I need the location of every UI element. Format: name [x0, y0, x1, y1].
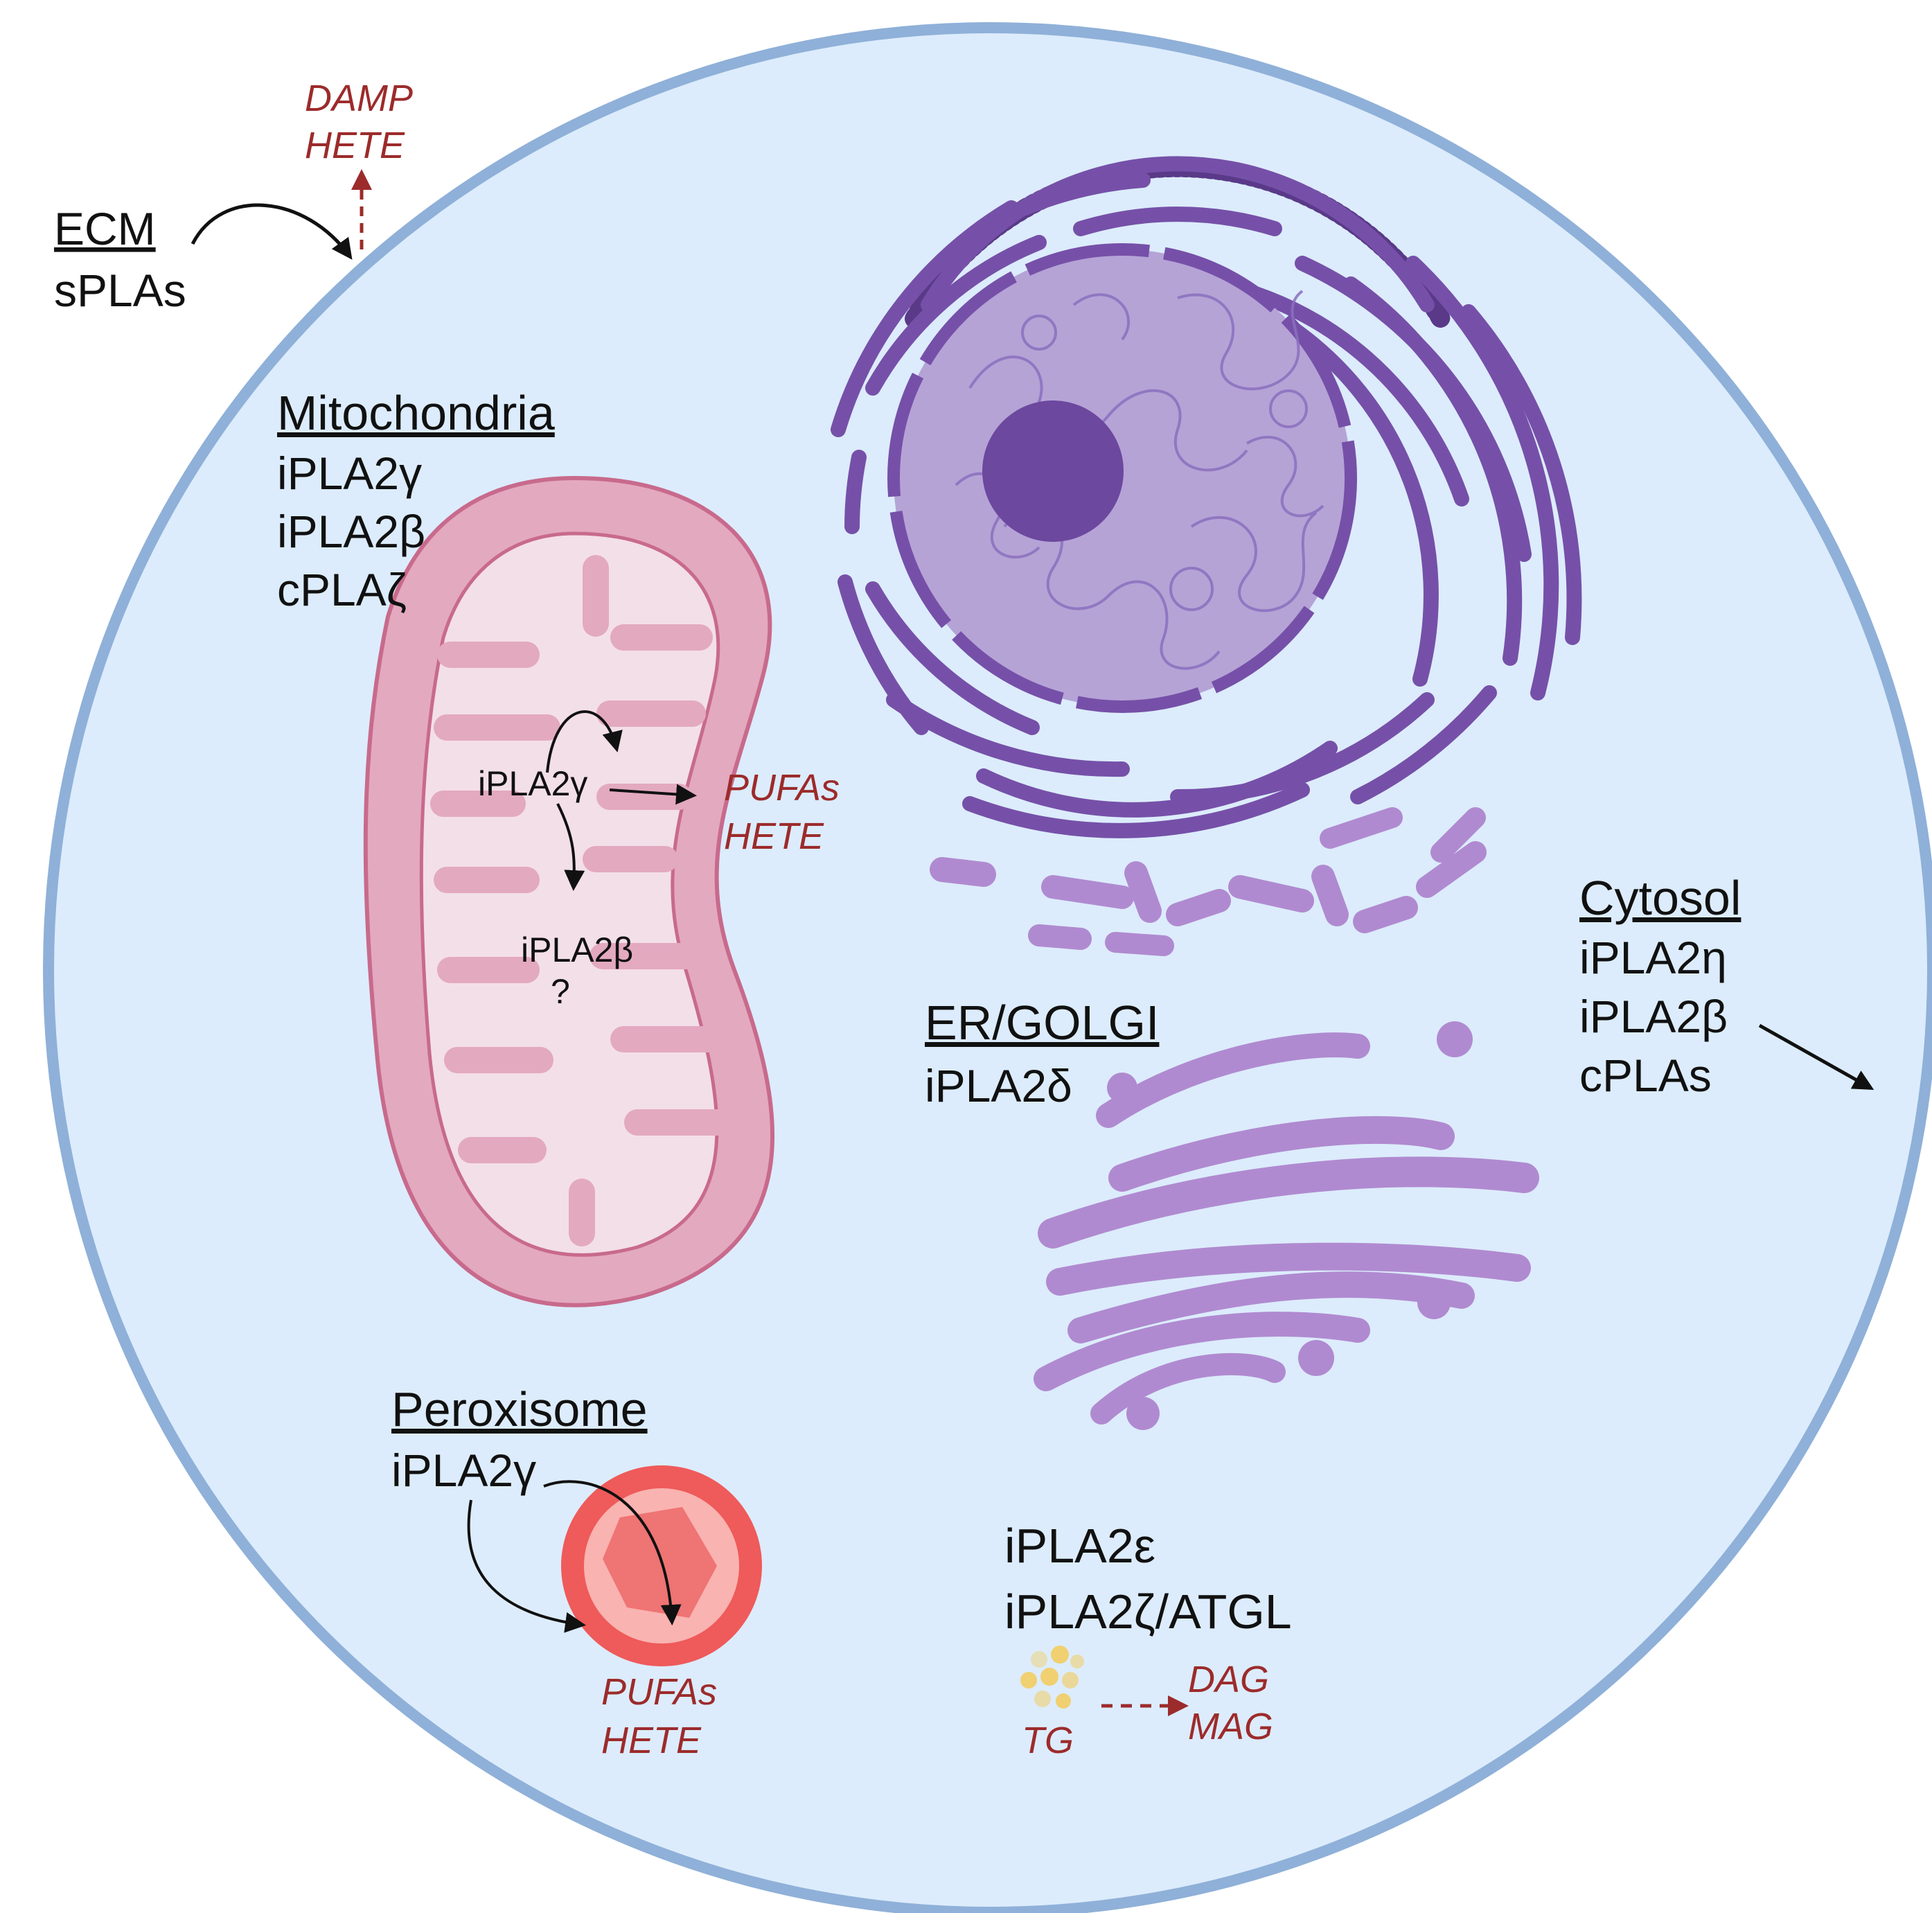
peroxisome-item: iPLA2γ [391, 1445, 536, 1496]
ecm-item: sPLAs [54, 265, 186, 316]
cytosol-title: Cytosol [1579, 871, 1741, 925]
er-golgi-item: iPLA2δ [925, 1060, 1072, 1111]
peroxisome-arrows [467, 1480, 682, 1633]
peroxisome-title: Peroxisome [391, 1382, 648, 1436]
chromatin [955, 290, 1324, 670]
nucleolus [982, 400, 1124, 542]
mito-inner-enzyme-beta: iPLA2β [521, 931, 633, 969]
mitochondria-title: Mitochondria [277, 386, 555, 440]
lipid-enzyme-zeta-atgl: iPLA2ζ/ATGL [1004, 1585, 1292, 1639]
mito-product-hete: HETE [724, 816, 824, 857]
mitochondria-item-2: iPLA2β [277, 506, 425, 557]
mitochondria-item-3: cPLAζ [277, 564, 407, 615]
er-golgi-title: ER/GOLGI [925, 996, 1159, 1050]
membrane-product-hete: HETE [305, 125, 405, 166]
ecm-arrow [190, 203, 353, 260]
ecm-title: ECM [54, 203, 156, 254]
endoplasmic-reticulum [831, 156, 1582, 838]
lipid-product-mag: MAG [1188, 1706, 1273, 1747]
mito-inner-question: ? [551, 972, 570, 1011]
peroxisome-product-pufas: PUFAs [601, 1671, 717, 1713]
cytosol-item-1: iPLA2η [1579, 932, 1727, 983]
cytosol-arrow [1758, 1023, 1875, 1090]
cytosol-item-3: cPLAs [1579, 1050, 1712, 1101]
membrane-product-damp: DAMP [305, 78, 413, 119]
golgi-apparatus [930, 807, 1539, 1425]
lipid-substrate-tg: TG [1022, 1720, 1074, 1761]
mito-arrows [546, 710, 697, 891]
lipid-enzyme-epsilon: iPLA2ε [1004, 1519, 1155, 1573]
lipid-droplet-cluster [1020, 1646, 1084, 1709]
golgi-vesicles [1107, 1021, 1473, 1430]
mito-inner-enzyme-gamma: iPLA2γ [478, 764, 587, 803]
lipid-product-dag: DAG [1188, 1659, 1269, 1700]
peroxisome-product-hete: HETE [601, 1720, 702, 1761]
cytosol-item-2: iPLA2β [1579, 991, 1728, 1042]
mitochondria-item-1: iPLA2γ [277, 448, 422, 499]
mito-product-pufas: PUFAs [724, 767, 840, 809]
mitochondrion [363, 475, 774, 1307]
